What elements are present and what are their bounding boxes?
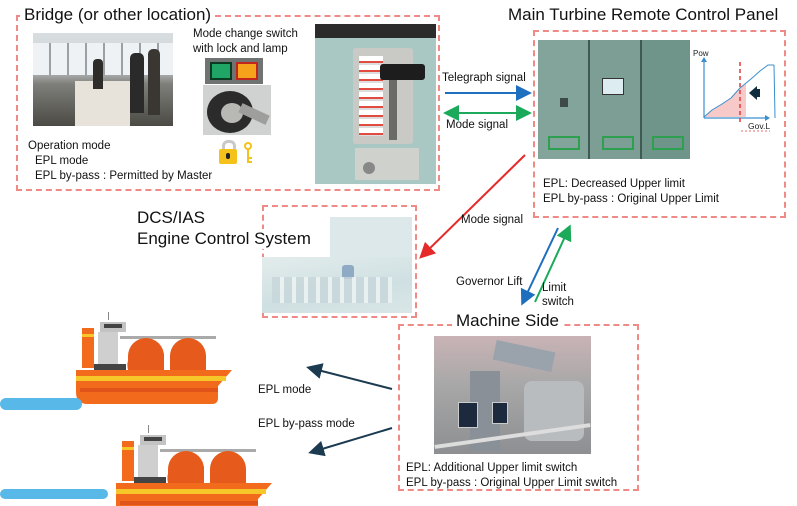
bridge-photo [33,33,173,126]
switch-caption-line1: Mode change switch [193,28,298,40]
chart-curve-drop [773,64,776,119]
mode-lamp-panel [205,58,263,84]
chart-y-label: Pow [693,49,709,58]
limit-switch-arrow [534,224,572,303]
control-panel-photo [538,40,690,159]
machine-title: Machine Side [452,311,564,331]
operation-mode-label: Operation mode [28,140,111,152]
padlock-icon [219,140,237,164]
epl-mode-arrow [306,363,393,390]
machine-epl: EPL: Additional Upper limit switch [406,462,578,474]
governor-lift-arrow [520,227,559,306]
mode-lamp-green [210,62,232,80]
chart-power-curve [703,64,774,118]
turbine-title: Main Turbine Remote Control Panel [504,5,783,25]
bridge-title: Bridge (or other location) [20,5,216,25]
dcs-title-line2: Engine Control System [137,229,314,249]
bridge-epl-mode: EPL mode [35,155,89,167]
wake-epl-bypass-mode [0,489,108,499]
turbine-epl-bypass: EPL by-pass : Original Upper Limit [543,193,719,205]
mode-signal-diag-label: Mode signal [461,214,524,226]
epl-bypass-mode-arrow [308,427,393,457]
turbine-box [533,30,786,218]
telegraph-panel-photo [315,24,436,184]
dcs-photo [262,217,412,313]
limit-switch-label-1: Limit [542,282,567,294]
wake-epl-mode [0,398,82,410]
machine-epl-bypass: EPL by-pass : Original Upper Limit switc… [406,477,618,489]
mode-signal-label: Mode signal [446,119,509,131]
key-icon [243,142,253,164]
turbine-epl: EPL: Decreased Upper limit [543,178,685,190]
mode-signal-diag-arrow [419,154,526,259]
key-switch-photo [203,85,271,135]
machine-photo [434,336,591,454]
chart-decrease-arrow [749,86,757,100]
dcs-title-line1: DCS/IAS [137,208,206,227]
limit-switch-label-2: switch [542,296,574,308]
mode-lamp-orange [236,62,258,80]
telegraph-signal-label: Telegraph signal [442,72,526,84]
bridge-box [16,15,440,191]
chart-x-label: Gov.L [748,121,771,131]
bridge-epl-bypass: EPL by-pass : Permitted by Master [35,170,213,182]
epl-bypass-mode-label: EPL by-pass mode [258,418,355,430]
governor-lift-label: Governor Lift [456,276,523,288]
epl-mode-label: EPL mode [258,384,312,396]
switch-caption-line2: with lock and lamp [193,43,288,55]
